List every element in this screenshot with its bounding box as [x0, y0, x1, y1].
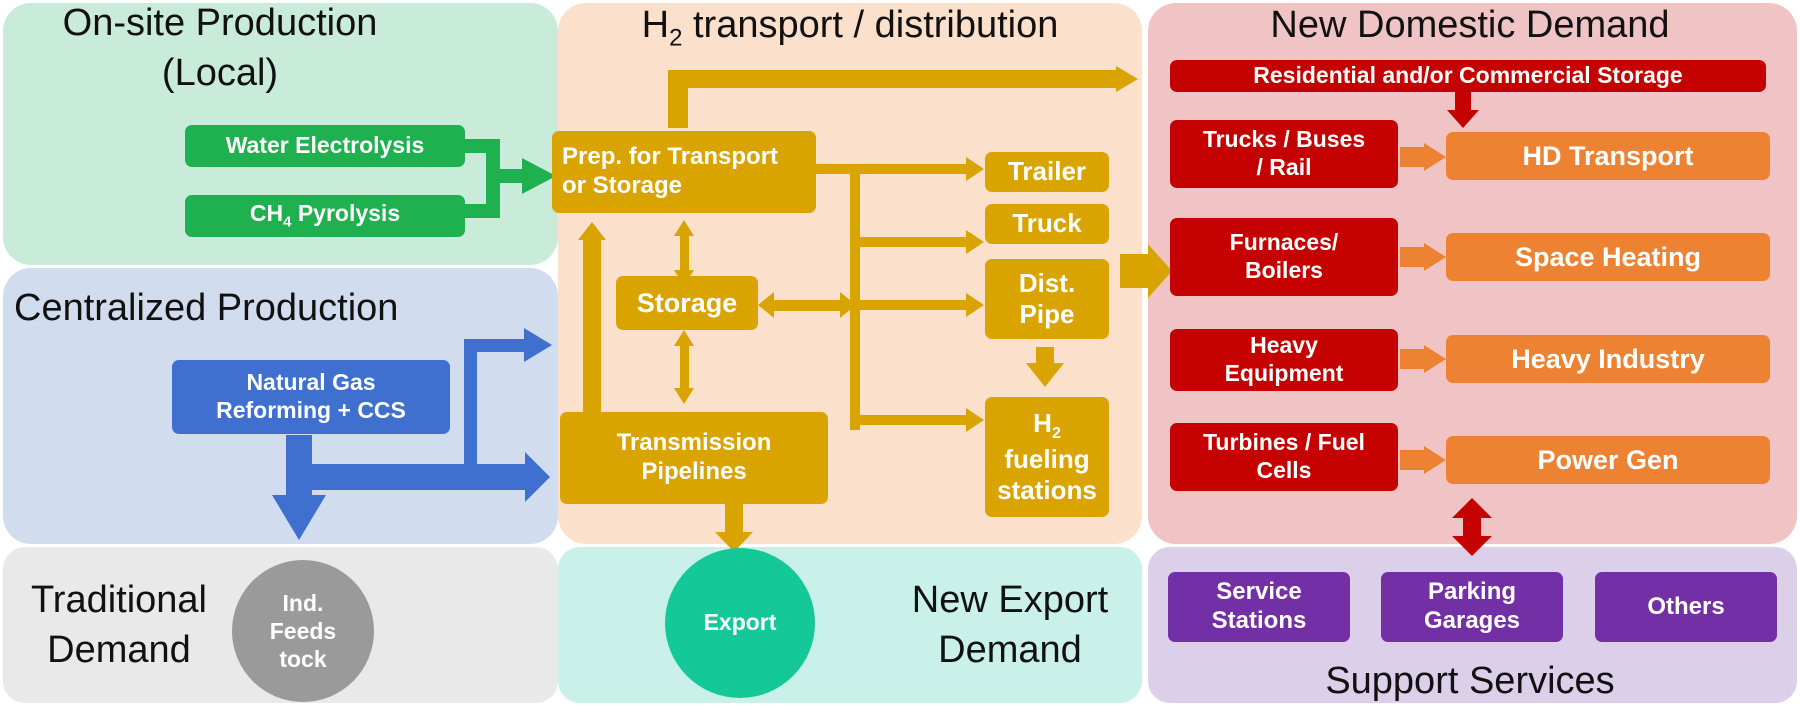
- heavy-equipment-node: Heavy Equipment: [1170, 329, 1398, 391]
- onsite-title: On-site Production (Local): [20, 0, 420, 96]
- transport-title: H2 transport / distribution: [590, 2, 1110, 62]
- heavy-eq-line2: Equipment: [1224, 360, 1344, 386]
- transport-title-sub: 2: [669, 24, 683, 52]
- turbines-line1: Turbines / Fuel: [1203, 429, 1365, 456]
- prep-line1: Prep. for Transport: [562, 143, 779, 171]
- red-arrows: [1447, 92, 1492, 556]
- fueling-stations-node: H2 fueling stations: [985, 397, 1109, 517]
- truck-node: Truck: [985, 204, 1109, 244]
- onsite-title-line2: (Local): [161, 52, 279, 94]
- storage-node: Storage: [616, 276, 758, 330]
- traditional-line2: Demand: [47, 629, 191, 671]
- ind-line1: Ind.: [282, 589, 324, 616]
- gold-arrows: [578, 66, 1172, 552]
- trailer-label: Trailer: [1007, 156, 1087, 187]
- trailer-node: Trailer: [985, 152, 1109, 192]
- fueling-line1: H2: [1033, 408, 1061, 443]
- service-stations-node: Service Stations: [1168, 572, 1350, 642]
- turbines-line2: Cells: [1256, 457, 1312, 483]
- truck-label: Truck: [1012, 208, 1082, 239]
- furnaces-line1: Furnaces/: [1229, 229, 1339, 256]
- export-label: Export: [703, 609, 777, 636]
- turbines-fuel-cells-node: Turbines / Fuel Cells: [1170, 423, 1398, 491]
- others-label: Others: [1647, 592, 1725, 620]
- ch4-pyrolysis-node: CH4 Pyrolysis: [185, 195, 465, 237]
- hd-transport-node: HD Transport: [1446, 132, 1770, 180]
- ind-feedstock-circle: Ind. Feeds tock: [232, 560, 374, 702]
- domestic-title: New Domestic Demand: [1270, 4, 1670, 46]
- parking-garages-node: Parking Garages: [1381, 572, 1563, 642]
- heavy-industry-label: Heavy Industry: [1511, 343, 1705, 374]
- furnaces-boilers-node: Furnaces/ Boilers: [1170, 218, 1398, 296]
- prep-transport-node: Prep. for Transport or Storage: [552, 131, 816, 213]
- residential-storage-node: Residential and/or Commercial Storage: [1170, 60, 1766, 92]
- fueling-sub: 2: [1051, 425, 1061, 443]
- water-electrolysis-label: Water Electrolysis: [225, 132, 425, 159]
- onsite-title-line1: On-site Production: [62, 2, 378, 44]
- ch4-sub: 4: [283, 213, 292, 231]
- space-heating-node: Space Heating: [1446, 233, 1770, 281]
- export-line2: Demand: [938, 629, 1082, 671]
- trucks-line2: / Rail: [1256, 154, 1312, 180]
- transmission-line1: Transmission: [616, 429, 772, 457]
- ch4-main: CH: [249, 200, 284, 227]
- trucks-buses-node: Trucks / Buses / Rail: [1170, 120, 1398, 188]
- blue-arrows: [272, 328, 552, 540]
- power-gen-label: Power Gen: [1537, 444, 1679, 475]
- heavy-industry-node: Heavy Industry: [1446, 335, 1770, 383]
- export-demand-panel: [558, 547, 1142, 703]
- storage-label: Storage: [636, 287, 738, 318]
- ch4-label: CH4 Pyrolysis: [250, 200, 400, 232]
- export-circle: Export: [665, 548, 815, 698]
- dist-pipe-node: Dist. Pipe: [985, 259, 1109, 339]
- fueling-line2: fueling: [1004, 443, 1090, 474]
- centralized-title: Centralized Production: [14, 287, 399, 329]
- others-node: Others: [1595, 572, 1777, 642]
- transmission-pipelines-node: Transmission Pipelines: [560, 412, 828, 504]
- heavy-eq-line1: Heavy: [1250, 332, 1318, 359]
- natural-gas-reforming-node: Natural Gas Reforming + CCS: [172, 360, 450, 434]
- ng-line1: Natural Gas: [246, 369, 376, 396]
- residential-storage-label: Residential and/or Commercial Storage: [1253, 62, 1683, 89]
- traditional-line1: Traditional: [30, 579, 207, 621]
- traditional-demand-title: Traditional Demand: [14, 575, 224, 675]
- ind-line3: tock: [279, 646, 327, 673]
- ind-line2: Feeds: [269, 617, 337, 644]
- ch4-rest: Pyrolysis: [291, 200, 401, 227]
- furnaces-line2: Boilers: [1245, 257, 1323, 283]
- hd-transport-label: HD Transport: [1522, 140, 1694, 171]
- parking-line2: Garages: [1423, 607, 1521, 634]
- water-electrolysis-node: Water Electrolysis: [185, 125, 465, 167]
- dist-line1: Dist.: [1018, 267, 1076, 298]
- fueling-h: H: [1033, 408, 1052, 439]
- fueling-line3: stations: [997, 474, 1097, 505]
- transport-title-rest: transport / distribution: [682, 4, 1059, 46]
- transmission-line2: Pipelines: [641, 458, 747, 485]
- support-services-title: Support Services: [1325, 660, 1615, 702]
- power-gen-node: Power Gen: [1446, 436, 1770, 484]
- green-arrows: [465, 139, 556, 218]
- space-heating-label: Space Heating: [1514, 241, 1702, 272]
- ng-line2: Reforming + CCS: [216, 397, 406, 423]
- export-demand-title: New Export Demand: [890, 575, 1130, 675]
- service-line1: Service: [1216, 578, 1302, 606]
- dist-line2: Pipe: [1019, 299, 1075, 329]
- trucks-line1: Trucks / Buses: [1202, 126, 1366, 153]
- export-line1: New Export: [911, 579, 1109, 621]
- parking-line1: Parking: [1427, 578, 1517, 606]
- orange-arrows: [1400, 143, 1446, 474]
- transport-title-h: H: [641, 4, 670, 46]
- prep-line2: or Storage: [562, 172, 683, 199]
- service-line2: Stations: [1211, 607, 1307, 634]
